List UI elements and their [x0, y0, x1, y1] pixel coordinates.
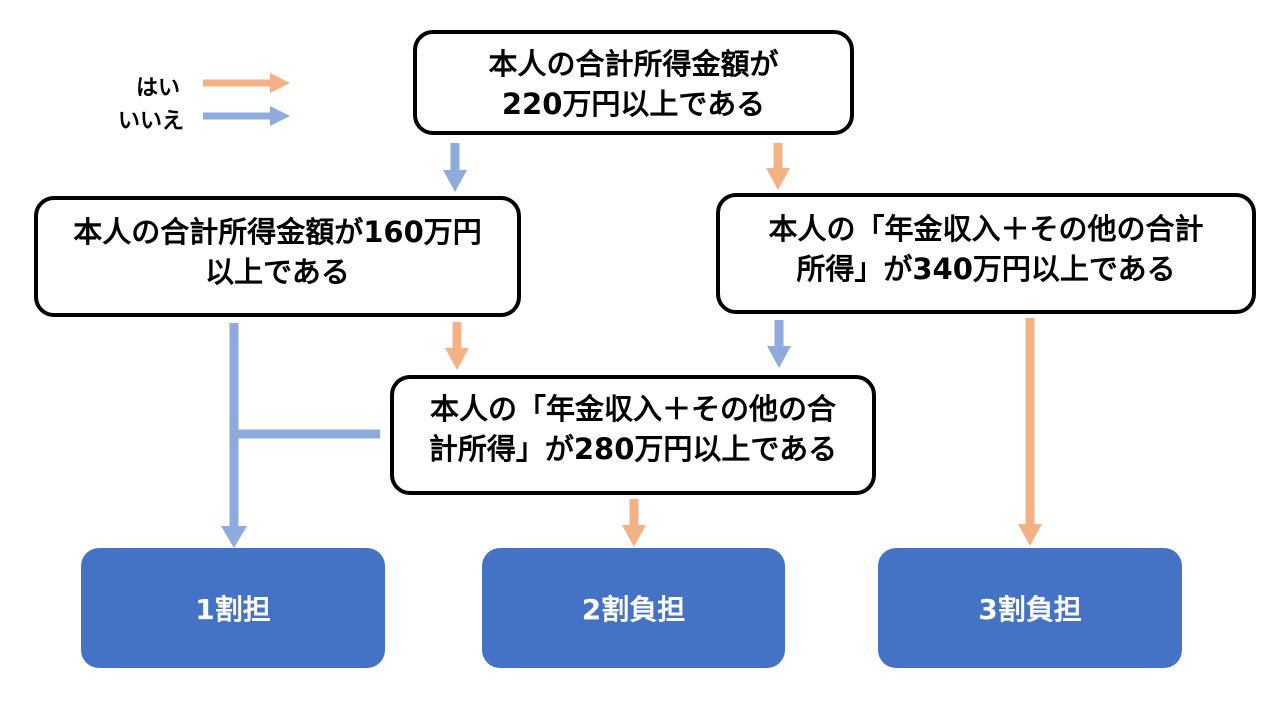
result-node-r2: 2割負担 — [482, 548, 785, 668]
arrow-q3-to-q4-no — [767, 320, 791, 368]
question-node-q4: 本人の「年金収入＋その他の合 計所得」が280万円以上である — [390, 375, 876, 495]
question-node-q1: 本人の合計所得金額が 220万円以上である — [413, 30, 854, 135]
legend-yes-arrow — [203, 73, 290, 93]
arrow-q3-to-r3-yes — [1018, 318, 1042, 546]
result-text: 2割負担 — [581, 593, 686, 626]
question-node-q3: 本人の「年金収入＋その他の合計 所得」が340万円以上である — [716, 193, 1256, 314]
legend-yes-label: はい — [136, 76, 181, 101]
question-text: 本人の「年金収入＋その他の合計 所得」が340万円以上である — [768, 212, 1204, 286]
arrow-q1-to-q2-no — [443, 143, 467, 192]
legend-no-label: いいえ — [118, 109, 185, 134]
arrow-q1-to-q3-yes — [766, 143, 790, 190]
question-text: 本人の合計所得金額が160万円 以上である — [73, 215, 482, 289]
question-text: 本人の「年金収入＋その他の合 計所得」が280万円以上である — [428, 392, 838, 466]
arrow-q2-to-q4-yes — [445, 322, 469, 370]
question-text: 本人の合計所得金額が 220万円以上である — [488, 47, 779, 121]
result-node-r3: 3割負担 — [878, 548, 1182, 668]
arrow-q4-to-r2-yes — [622, 499, 646, 547]
legend-no-arrow — [203, 106, 290, 126]
result-node-r1: 1割担 — [81, 548, 385, 668]
arrow-q2-to-r1-no — [221, 323, 247, 548]
result-text: 3割負担 — [978, 593, 1082, 626]
question-node-q2: 本人の合計所得金額が160万円 以上である — [34, 196, 521, 317]
result-text: 1割担 — [195, 593, 271, 626]
